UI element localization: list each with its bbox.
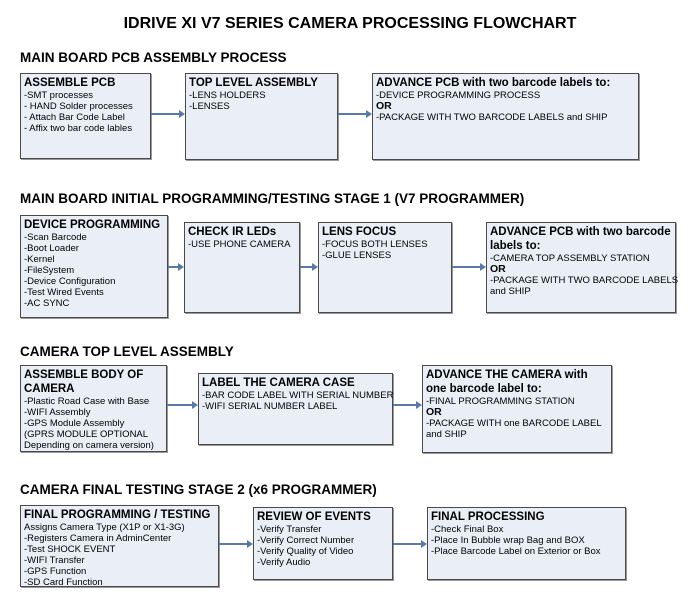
process-box-title: DEVICE PROGRAMMING — [24, 219, 161, 231]
process-step: and SHIP — [426, 429, 467, 440]
flow-arrow — [151, 110, 185, 118]
process-step: -WIFI Assembly — [24, 407, 91, 418]
process-box-title: FINAL PROCESSING — [431, 511, 545, 523]
process-step: -FOCUS BOTH LENSES — [322, 239, 428, 250]
process-step: OR — [426, 406, 442, 418]
process-box: LABEL THE CAMERA CASE-BAR CODE LABEL WIT… — [198, 373, 393, 445]
process-step: -Scan Barcode — [24, 232, 87, 243]
process-step: -LENSES — [189, 101, 230, 112]
process-box-title: LABEL THE CAMERA CASE — [202, 377, 355, 389]
process-step: - HAND Solder processes — [24, 101, 133, 112]
process-step: -WIFI Transfer — [24, 555, 85, 566]
flow-arrow — [168, 263, 184, 271]
flow-arrow — [300, 263, 318, 271]
process-box-title: ADVANCE THE CAMERA with one barcode labe… — [426, 369, 588, 395]
process-step: -Place Barcode Label on Exterior or Box — [431, 546, 601, 557]
process-step: -Verify Audio — [257, 557, 311, 568]
process-step: OR — [376, 100, 392, 112]
section-heading: MAIN BOARD INITIAL PROGRAMMING/TESTING S… — [20, 191, 525, 206]
process-step: -Boot Loader — [24, 243, 79, 254]
flow-arrow — [219, 540, 253, 548]
process-box-title: ADVANCE PCB with two barcode labels to: — [376, 77, 611, 89]
section-heading: CAMERA FINAL TESTING STAGE 2 (x6 PROGRAM… — [20, 482, 377, 497]
process-step: and SHIP — [490, 286, 531, 297]
process-step: -Verify Quality of Video — [257, 546, 354, 557]
section-heading: CAMERA TOP LEVEL ASSEMBLY — [20, 344, 234, 359]
process-step: -Test SHOCK EVENT — [24, 544, 116, 555]
process-step: -Test Wired Events — [24, 287, 104, 298]
process-box-title: REVIEW OF EVENTS — [257, 511, 371, 523]
flow-arrow — [338, 110, 372, 118]
flowchart-title: IDRIVE XI V7 SERIES CAMERA PROCESSING FL… — [123, 15, 577, 32]
process-step: - Attach Bar Code Label — [24, 112, 125, 123]
process-step: Assigns Camera Type (X1P or X1-3G) — [24, 522, 185, 533]
process-step: -USE PHONE CAMERA — [188, 239, 291, 250]
process-step: -PACKAGE WITH TWO BARCODE LABELS — [490, 275, 679, 286]
process-box: ASSEMBLE BODY OF CAMERA-Plastic Road Cas… — [20, 365, 167, 452]
flow-arrow — [452, 263, 486, 271]
process-box: ADVANCE PCB with two barcode labels to:-… — [372, 73, 639, 160]
process-step: -SMT processes — [24, 90, 93, 101]
process-step: -BAR CODE LABEL WITH SERIAL NUMBER — [202, 390, 394, 401]
process-step: -Check Final Box — [431, 524, 504, 535]
process-box: ASSEMBLE PCB -SMT processes - HAND Solde… — [20, 73, 151, 159]
process-step: -Verify Correct Number — [257, 535, 355, 546]
process-step: OR — [490, 263, 506, 275]
process-step: -Verify Transfer — [257, 524, 322, 535]
process-box-title: FINAL PROGRAMMING / TESTING — [24, 509, 211, 521]
process-box: DEVICE PROGRAMMING-Scan Barcode-Boot Loa… — [20, 215, 168, 318]
process-box-title: ASSEMBLE PCB — [24, 77, 116, 89]
flow-arrow — [393, 401, 422, 409]
process-box: LENS FOCUS-FOCUS BOTH LENSES-GLUE LENSES — [318, 222, 452, 313]
process-step: -Place In Bubble wrap Bag and BOX — [431, 535, 585, 546]
process-step: -Plastic Road Case with Base — [24, 396, 150, 407]
process-step: -Device Configuration — [24, 276, 116, 287]
process-box: ADVANCE THE CAMERA with one barcode labe… — [422, 365, 612, 453]
process-box-title: TOP LEVEL ASSEMBLY — [189, 77, 318, 89]
process-step: -DEVICE PROGRAMMING PROCESS — [376, 90, 541, 101]
flow-arrow — [393, 540, 427, 548]
process-step: -GPS Module Assembly — [24, 418, 125, 429]
process-box: REVIEW OF EVENTS-Verify Transfer-Verify … — [253, 507, 393, 580]
process-box-title: ASSEMBLE BODY OF CAMERA — [24, 369, 144, 395]
process-step: -PACKAGE WITH TWO BARCODE LABELS and SHI… — [376, 112, 608, 123]
process-box: CHECK IR LEDs-USE PHONE CAMERA — [184, 222, 300, 313]
process-box-title: CHECK IR LEDs — [188, 226, 277, 238]
process-box-title: ADVANCE PCB with two barcode labels to: — [490, 226, 671, 252]
process-box: TOP LEVEL ASSEMBLY-LENS HOLDERS-LENSES — [185, 73, 338, 160]
process-step: -SD Card Function — [24, 577, 103, 588]
process-step: -FINAL PROGRAMMING STATION — [426, 396, 575, 407]
process-step: -Registers Camera in AdminCenter — [24, 533, 172, 544]
process-step: -GPS Function — [24, 566, 87, 577]
process-step: -AC SYNC — [24, 298, 70, 309]
process-step: - Affix two bar code lables — [24, 123, 133, 134]
flow-arrow — [167, 401, 198, 409]
process-step: Depending on camera version) — [24, 440, 154, 451]
process-step: -WIFI SERIAL NUMBER LABEL — [202, 401, 338, 412]
process-box: FINAL PROCESSING -Check Final Box-Place … — [427, 507, 626, 580]
process-step: -Kernel — [24, 254, 55, 265]
process-step: -LENS HOLDERS — [189, 90, 266, 101]
process-step: -CAMERA TOP ASSEMBLY STATION — [490, 253, 650, 264]
process-step: -PACKAGE WITH one BARCODE LABEL — [426, 418, 602, 429]
process-box-title: LENS FOCUS — [322, 226, 397, 238]
process-step: -GLUE LENSES — [322, 250, 392, 261]
process-step: (GPRS MODULE OPTIONAL — [24, 429, 149, 440]
process-step: -FileSystem — [24, 265, 75, 276]
section-heading: MAIN BOARD PCB ASSEMBLY PROCESS — [20, 50, 287, 65]
process-box: ADVANCE PCB with two barcode labels to:-… — [486, 222, 679, 313]
